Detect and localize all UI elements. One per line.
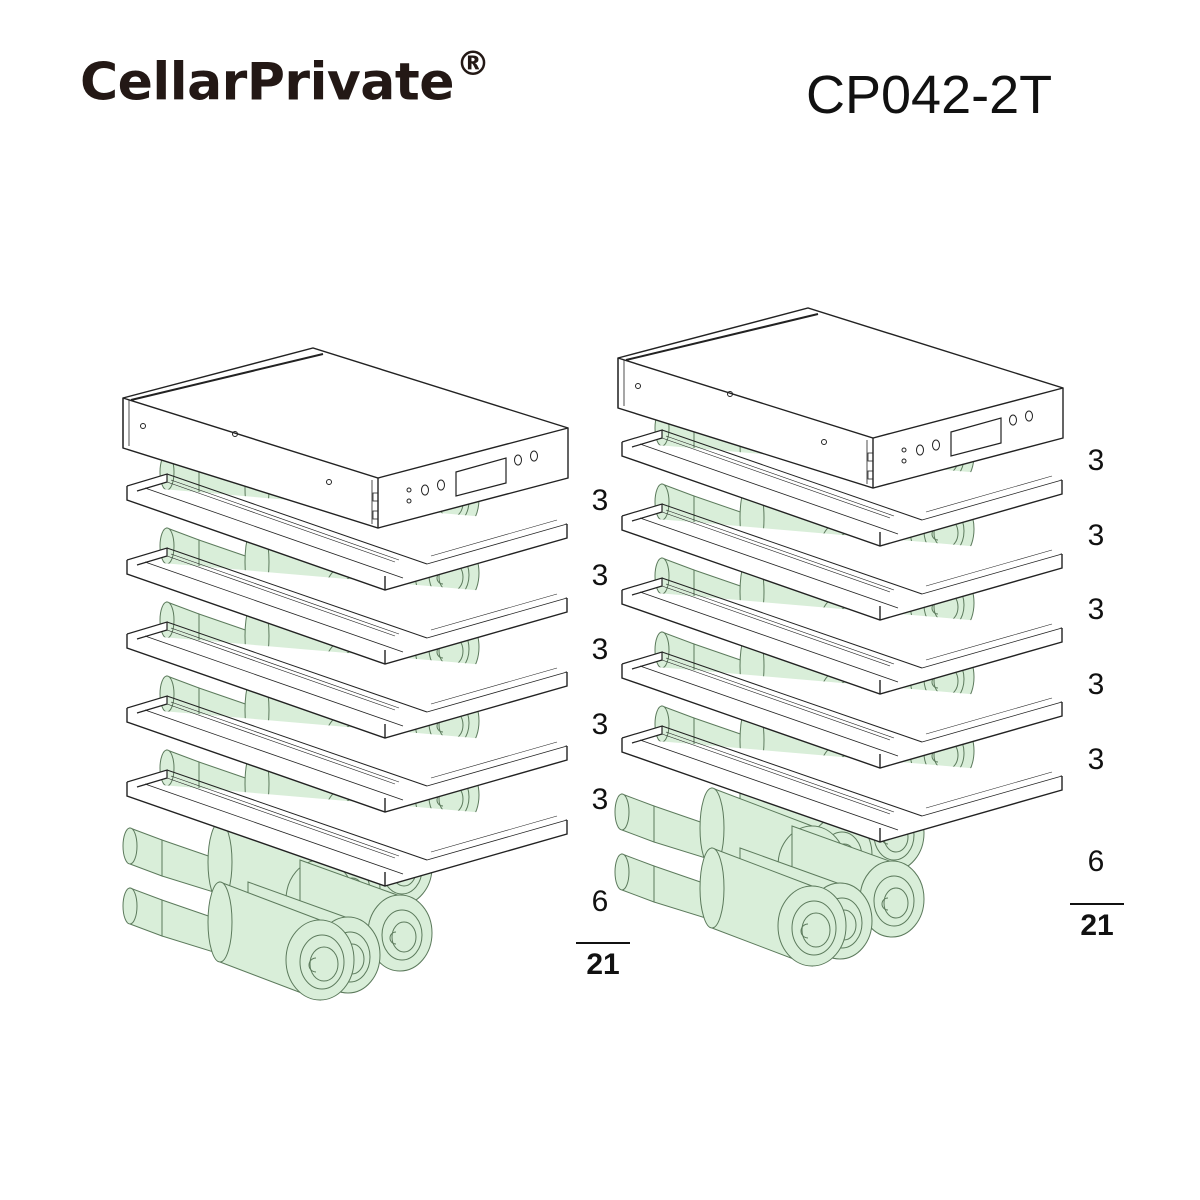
left-total-count: 21 [576, 942, 630, 982]
right-shelf-3-count: 3 [1087, 593, 1105, 626]
left-shelf-2-count: 3 [591, 559, 609, 592]
brand-logo: CellarPrivate® [80, 44, 490, 113]
right-shelf-1-count: 3 [1087, 444, 1105, 477]
left-bottom-count: 6 [591, 885, 609, 918]
right-shelf-5-count: 3 [1087, 743, 1105, 776]
right-total-count: 21 [1070, 903, 1124, 943]
right-shelf-4-count: 3 [1087, 668, 1105, 701]
right-shelf-2-count: 3 [1087, 519, 1105, 552]
registered-mark: ® [456, 44, 490, 84]
brand-name: CellarPrivate [80, 52, 455, 113]
left-shelf-5-count: 3 [591, 783, 609, 816]
left-zone [122, 347, 569, 1000]
right-zone [615, 307, 1064, 966]
left-shelf-4-count: 3 [591, 708, 609, 741]
left-shelf-3-count: 3 [591, 633, 609, 666]
right-bottom-count: 6 [1087, 845, 1105, 878]
left-shelf-1-count: 3 [591, 484, 609, 517]
model-number: CP042-2T [806, 65, 1053, 125]
